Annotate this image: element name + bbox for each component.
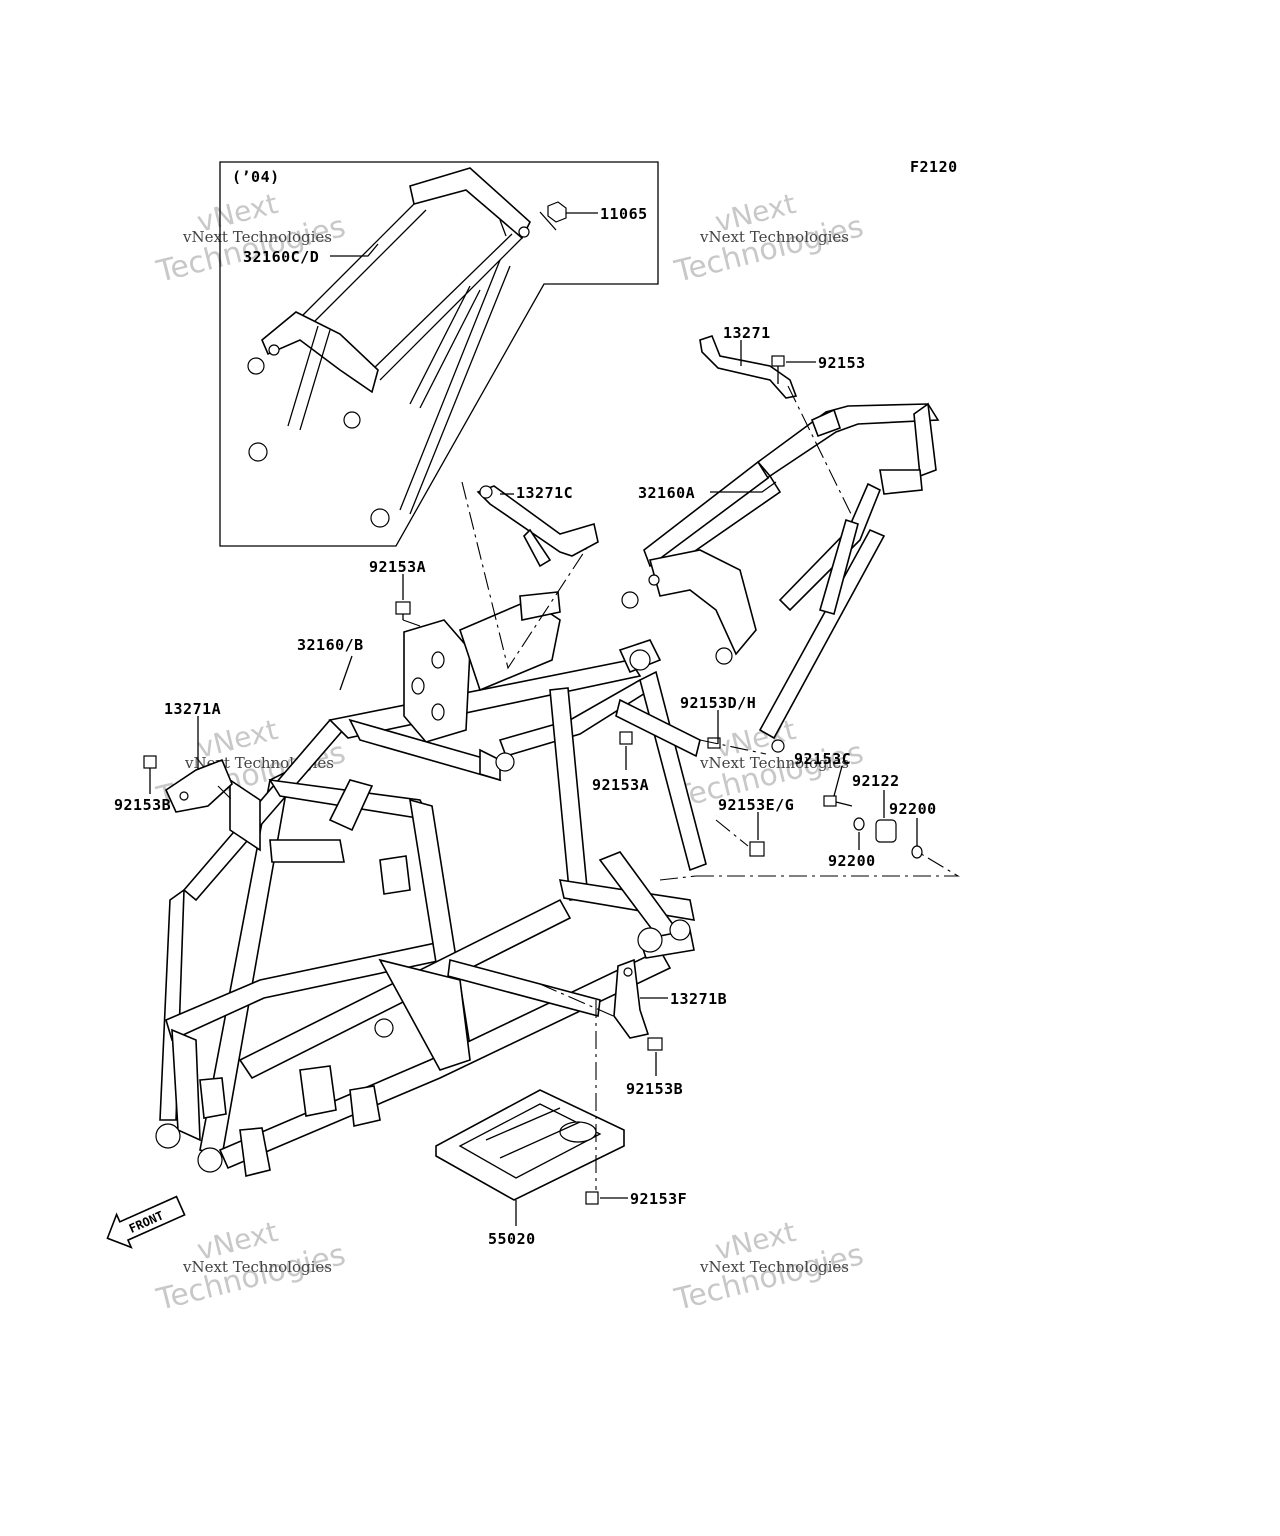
callout-55020: 55020	[488, 1230, 536, 1248]
callout-92153: 92153	[818, 354, 866, 372]
callout-92122: 92122	[852, 772, 900, 790]
bolt-92153B-left-icon	[143, 755, 157, 776]
bolt-92153C-icon	[823, 795, 853, 807]
engine-mount-plate	[403, 619, 471, 743]
watermark-caption: vNext Technologies	[699, 1258, 849, 1276]
inset-crossmember	[261, 311, 379, 394]
callout-11065: 11065	[600, 205, 648, 223]
watermark-caption: vNext Technologies	[182, 228, 332, 246]
callout-92153A-top: 92153A	[369, 558, 426, 576]
bracket-13271B-icon	[613, 958, 650, 1039]
leader-lines	[149, 340, 918, 1226]
inset-box-2004: (’04) 11065	[219, 161, 659, 547]
watermark-caption: vNext Technologies	[182, 1258, 332, 1276]
watermark-bottom-right: vNext Technologies vNext Technologies	[670, 1215, 866, 1318]
callout-32160CD: 32160C/D	[243, 248, 319, 266]
inset-subframe-drawing	[247, 167, 557, 528]
reference-lines	[217, 385, 960, 1190]
callout-labels: 13271 92153 13271C 32160A 92153A 32160/B…	[114, 324, 937, 1248]
watermark-caption: vNext Technologies	[699, 228, 849, 246]
callout-92153F: 92153F	[630, 1190, 687, 1208]
watermark-top-left: vNext Technologies vNext Technologies	[152, 187, 348, 290]
bracket-13271A-icon	[164, 758, 233, 813]
callout-92153EG: 92153E/G	[718, 796, 794, 814]
bolt-92153A-top-icon	[395, 601, 411, 620]
bolt-92153EG-icon	[749, 841, 765, 857]
callout-92153DH: 92153D/H	[680, 694, 756, 712]
callout-92200-b: 92200	[828, 852, 876, 870]
bolt-92153B-low-icon	[647, 1037, 663, 1051]
rear-subframe-crossmember	[648, 549, 757, 656]
callout-13271A: 13271A	[164, 700, 221, 718]
callout-92153C: 92153C	[794, 750, 851, 768]
watermark-top-right: vNext Technologies vNext Technologies	[670, 187, 866, 290]
callout-92153A-mid: 92153A	[592, 776, 649, 794]
callout-92153B-low: 92153B	[626, 1080, 683, 1098]
callout-13271B: 13271B	[670, 990, 727, 1008]
figure-code: F2120	[910, 158, 958, 176]
callout-13271: 13271	[723, 324, 771, 342]
callout-13271C: 13271C	[516, 484, 573, 502]
callout-32160A: 32160A	[638, 484, 695, 502]
collar-92122-icon	[875, 819, 897, 843]
bracket-13271C-icon	[476, 485, 599, 568]
bracket-13271-icon	[699, 335, 798, 399]
callout-92200-a: 92200	[889, 800, 937, 818]
watermark-mid-left: vNext Technologies vNext Technologies	[152, 713, 348, 816]
watermark-bottom-left: vNext Technologies vNext Technologies	[152, 1215, 348, 1318]
watermark-caption: vNext Technologies	[699, 754, 849, 772]
nut-11065-icon	[547, 201, 567, 223]
inset-top-plate	[409, 167, 531, 240]
rear-subframe-top	[756, 403, 940, 478]
inset-border	[219, 161, 659, 547]
callout-32160B: 32160/B	[297, 636, 364, 654]
front-arrow-shape	[106, 1195, 186, 1249]
bolt-92153-icon	[771, 355, 785, 384]
bolt-92153A-mid-icon	[619, 731, 633, 745]
skid-plate-55020-icon	[435, 1089, 625, 1201]
rear-subframe-drawing	[621, 402, 940, 753]
callout-92153B-left: 92153B	[114, 796, 171, 814]
main-frame-drawing	[155, 591, 707, 1177]
inset-year-label: (’04)	[232, 168, 280, 186]
rear-subframe-strut	[758, 528, 886, 740]
front-arrow: FRONT	[106, 1195, 186, 1249]
bolt-92153F-icon	[585, 1191, 599, 1205]
